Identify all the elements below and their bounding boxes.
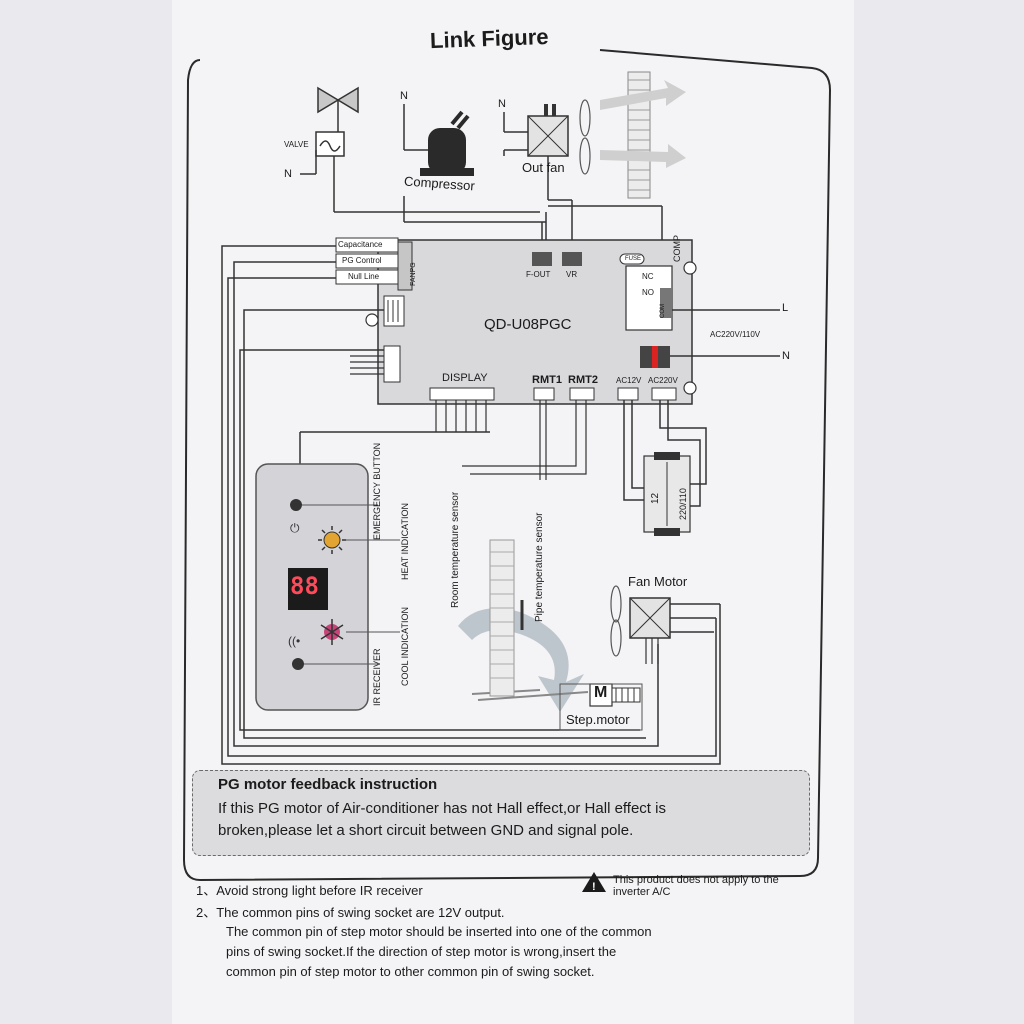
capacitance-label: Capacitance: [338, 240, 383, 249]
board-model: QD-U08PGC: [484, 316, 572, 333]
ac-voltage-label: AC220V/110V: [710, 330, 761, 339]
nc-label: NC: [642, 272, 654, 281]
warning-text: This product does not apply to the inver…: [613, 874, 779, 898]
valve-icon: [315, 86, 359, 157]
frame-border: [182, 49, 832, 882]
vr-label: VR: [566, 270, 578, 279]
f-out-label: F-OUT: [526, 270, 551, 279]
ac220v-label: AC220V: [648, 376, 678, 385]
neutral-label: N: [782, 350, 790, 362]
warning-icon: [582, 872, 606, 892]
feedback-box: [192, 770, 810, 856]
comp-label: COMP: [672, 235, 682, 262]
heat-indication-label: HEAT INDICATION: [400, 502, 410, 580]
ir-receiver-label: IR RECEIVER: [372, 648, 382, 706]
note-1: 1、Avoid strong light before IR receiver: [196, 883, 423, 898]
transformer-low-label: 12: [650, 492, 661, 504]
display-digits: 88: [290, 572, 319, 600]
note-2: 2、The common pins of swing socket are 12…: [196, 905, 505, 920]
page-title: Link Figure: [429, 23, 549, 54]
pg-control-label: PG Control: [342, 256, 382, 265]
evaporator-coil-icon: [489, 539, 515, 697]
emergency-button-icon: [290, 499, 302, 511]
no-label: NO: [642, 288, 654, 297]
airflow-arrow-bottom: [600, 144, 686, 168]
com-label: COM: [660, 304, 666, 318]
fan-motor-label: Fan Motor: [628, 574, 688, 589]
note-2-line-4: common pin of step motor to other common…: [226, 964, 595, 979]
seven-segment-display: [288, 568, 328, 610]
feedback-title: PG motor feedback instruction: [218, 776, 438, 793]
fan-motor-icon: [610, 585, 671, 657]
cool-indicator-icon: [320, 619, 344, 645]
condenser-coil-icon: [627, 71, 651, 199]
valve-label: VALVE: [284, 140, 309, 149]
null-line-label: Null Line: [348, 272, 380, 281]
out-fan-label: Out fan: [522, 160, 565, 175]
compressor-neutral-label: N: [400, 90, 408, 102]
note-2-line-2: The common pin of step motor should be i…: [226, 924, 652, 939]
display-label: DISPLAY: [442, 372, 488, 384]
ir-receiver-icon: [292, 658, 304, 670]
svg-text:!: !: [592, 881, 596, 893]
transformer-high-label: 220/110: [678, 488, 688, 520]
outfan-neutral-label: N: [498, 98, 506, 110]
rmt1-label: RMT1: [532, 374, 562, 386]
step-motor-glyph: M: [594, 684, 608, 701]
compressor-icon: [420, 110, 474, 176]
indoor-airflow-arrow: [458, 608, 584, 712]
live-label: L: [782, 302, 789, 314]
power-icon: ⏻: [290, 521, 300, 535]
ac12v-label: AC12V: [616, 376, 642, 385]
feedback-line-2: broken,please let a short circuit betwee…: [218, 822, 634, 839]
fanpg-label: FANPG: [410, 262, 417, 286]
rmt2-label: RMT2: [568, 374, 598, 386]
step-motor-label: Step.motor: [566, 712, 630, 727]
note-2-line-3: pins of swing socket.If the direction of…: [226, 944, 617, 959]
airflow-arrow-top: [600, 80, 686, 110]
emergency-button-label: EMERGENCY BUTTON: [372, 442, 382, 540]
out-fan-icon: [527, 99, 591, 175]
room-sensor-label: Room temperature sensor: [450, 491, 461, 608]
pipe-sensor-label: Pipe temperature sensor: [534, 512, 545, 622]
wifi-icon: ((•: [288, 634, 300, 648]
fuse-label: FUSE: [625, 256, 642, 262]
cool-indication-label: COOL INDICATION: [400, 606, 410, 686]
transformer-icon: [643, 452, 691, 536]
heat-indicator-icon: [318, 526, 346, 554]
valve-neutral-label: N: [284, 168, 292, 180]
feedback-line-1: If this PG motor of Air-conditioner has …: [218, 800, 666, 817]
